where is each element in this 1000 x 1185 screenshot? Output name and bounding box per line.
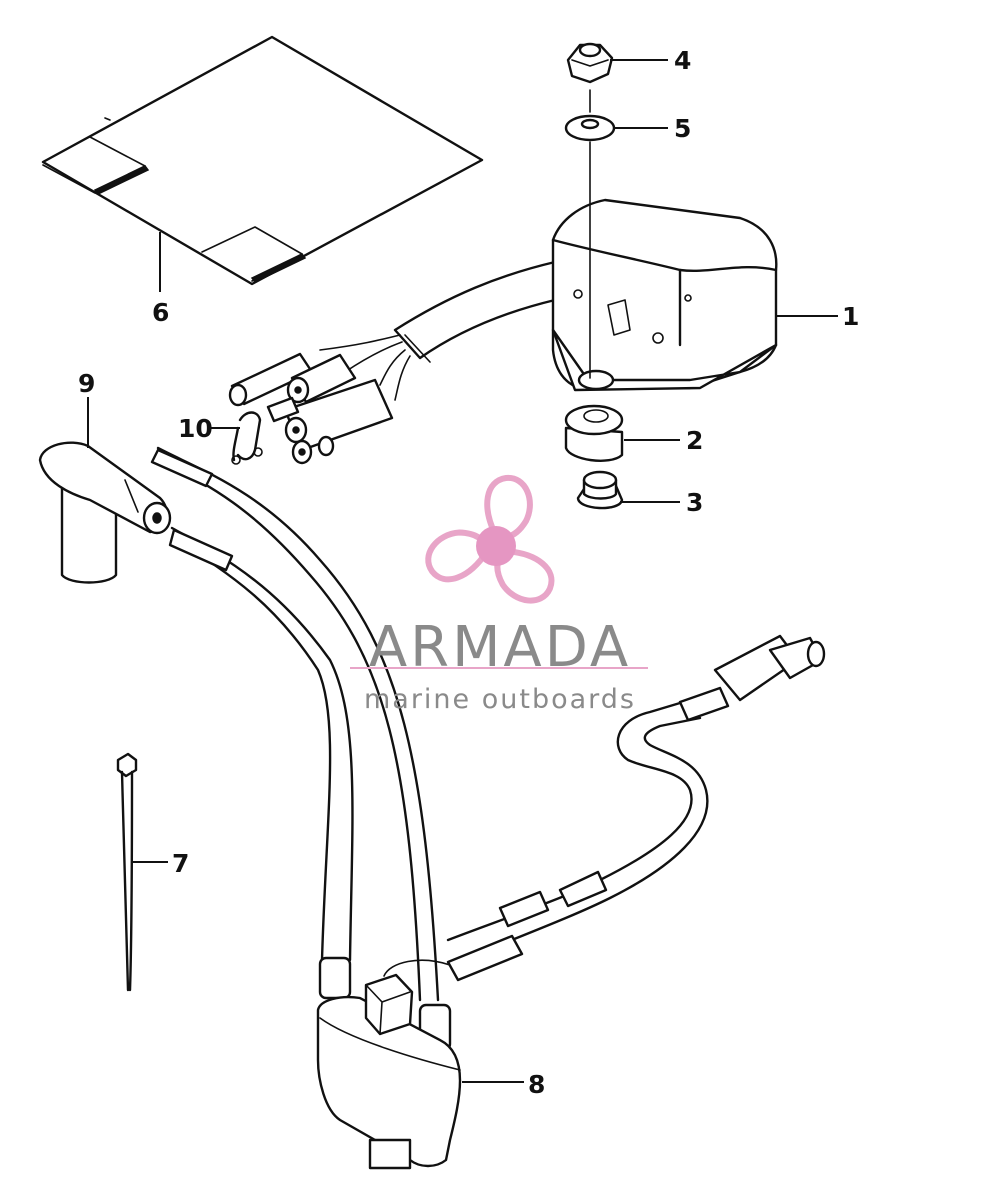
callout-4: 4 [674,46,691,75]
part-7-cable-tie [116,752,168,992]
part-2-grommet [564,404,680,462]
part-8-ignition-coil [150,446,826,1170]
callout-5: 5 [674,114,691,143]
part-10-clip [210,411,263,465]
callout-8: 8 [528,1070,545,1099]
callout-1: 1 [842,302,859,331]
part-6-instruction-sheet [41,35,484,292]
part-5-washer [564,89,668,379]
watermark-tagline: marine outboards [364,684,636,715]
propeller-icon [420,474,559,610]
watermark-brand: ARMADA [369,615,631,680]
callout-9: 9 [78,369,95,398]
callout-3: 3 [686,488,703,517]
callout-2: 2 [686,426,703,455]
callout-6: 6 [152,298,169,327]
watermark-logo: ARMADA marine outboards [350,474,648,715]
part-9-plug-cap [38,397,172,584]
callout-10: 10 [178,414,213,443]
part-1-cdi-unit [228,198,838,465]
part-4-nut [566,42,668,84]
part-3-collar [576,470,680,510]
callout-7: 7 [172,849,189,878]
